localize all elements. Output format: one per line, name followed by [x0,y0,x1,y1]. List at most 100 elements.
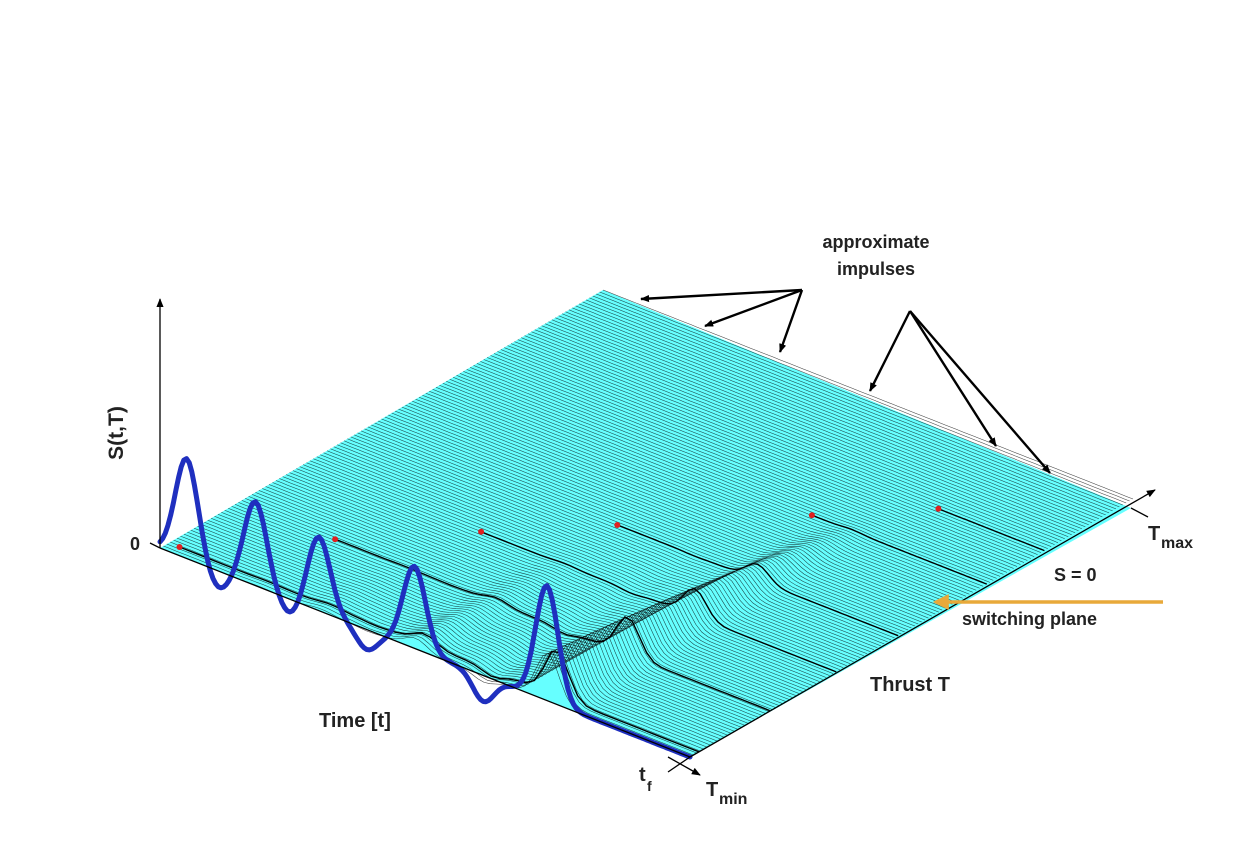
time-axis-label: Time [t] [319,710,391,732]
mesh-line [490,355,1021,565]
mesh-line [173,539,704,750]
mesh-line [282,476,813,686]
mesh-line [268,484,800,694]
mesh-line [330,448,861,659]
mesh-line [439,385,970,595]
switching-plane [160,290,1131,757]
mesh-line [302,464,834,674]
mesh-line [541,325,1072,535]
mesh-line [408,402,939,613]
mesh-line [194,527,725,738]
tmin-label: T min [706,779,747,808]
callout-text-line2: impulses [837,259,915,279]
mesh-line [323,452,854,662]
mesh-line [326,450,858,661]
impulse-marker [478,528,485,535]
mesh-line [401,406,933,617]
mesh-line [544,323,1076,533]
surface-mesh [159,289,1134,758]
mesh-line [357,432,888,643]
mesh-line [463,371,994,581]
mesh-line [289,472,820,682]
mesh-line [207,519,738,730]
mesh-line [258,490,789,700]
impulse-ridge [334,538,770,712]
tmin-label-main: T [706,779,718,801]
mesh-line [347,438,878,649]
mesh-line [391,412,922,623]
switching-plane-label: switching plane [962,609,1097,629]
impulse-marker [808,512,815,519]
mesh-line [204,521,735,732]
mesh-line [429,390,960,601]
mesh-line [493,353,1025,563]
mesh-line [313,458,844,668]
mesh-line [333,446,864,657]
mesh-line [579,303,1110,514]
mesh-line [388,414,919,625]
mesh-line [316,456,847,666]
mesh-line [507,345,1038,555]
impulse-marker [614,522,621,528]
mesh-line [384,416,915,627]
impulse-marker [332,536,339,543]
mesh-line [527,333,1059,543]
mesh-line [602,289,1134,500]
mesh-line [210,517,742,728]
mesh-line [217,514,749,724]
mesh-line [255,492,786,702]
zero-tick-label: 0 [130,534,140,554]
impulse-ridge [480,531,837,673]
mesh-line [176,537,708,748]
tick-zero-mark [149,542,161,549]
tf-label: t f [639,764,652,794]
mesh-line [596,293,1127,504]
mesh-line [166,543,697,754]
mesh-line [286,474,817,684]
mesh-line [265,486,796,696]
mesh-line [251,494,783,704]
time-axis-line [159,547,691,758]
mesh-line [279,478,810,688]
mesh-line [470,367,1001,577]
mesh-line [473,365,1004,575]
mesh-line [582,301,1113,512]
mesh-line [163,545,694,756]
mesh-line [548,321,1079,532]
callout-arrows [640,288,1051,474]
mesh-line [599,291,1130,502]
impulse-ridge [938,508,1045,552]
mesh-line [487,357,1018,567]
mesh-line [415,398,946,609]
mesh-line [510,343,1042,553]
tmin-arrow [667,756,701,776]
mesh-line [466,369,997,579]
thrust-axis-line [689,489,1156,758]
mesh-line [435,386,967,597]
mesh-line [555,317,1086,528]
mesh-line [292,470,823,680]
mesh-line [442,383,973,593]
mesh-line [500,349,1031,559]
mesh-line [241,500,772,710]
mesh-line [374,422,905,633]
mesh-line [524,335,1055,545]
mesh-line [340,442,871,653]
mesh-line [245,498,776,708]
mesh-line [425,392,956,603]
mesh-line [422,394,953,605]
mesh-line [453,377,984,587]
mesh-line [531,331,1062,541]
mesh-line [558,315,1089,526]
tmax-label-sub: max [1161,535,1193,552]
mesh-line [299,466,830,676]
mesh-line [296,468,827,678]
tmax-tick-mark [1130,507,1149,518]
mesh-line [320,454,851,664]
mesh-line [565,311,1096,522]
impulse-markers [176,505,942,550]
impulse-ridge [811,514,988,585]
mesh-line [446,381,977,591]
